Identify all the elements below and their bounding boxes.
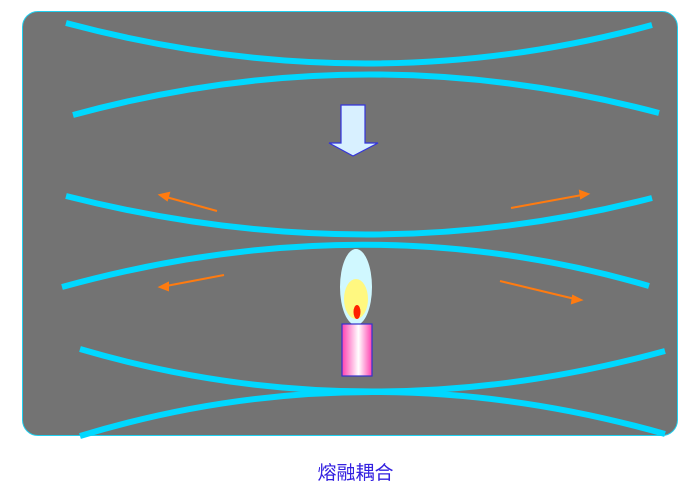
down-arrow-icon <box>328 104 379 157</box>
fiber-pair-before <box>65 20 660 118</box>
fiber-curve <box>65 193 653 238</box>
fiber-curve <box>79 389 666 439</box>
arrow-left-icon <box>157 274 225 292</box>
fiber-curve <box>61 241 650 290</box>
arrow-right-icon <box>499 280 584 305</box>
fiber-curve <box>65 20 653 67</box>
candle-icon <box>341 323 373 377</box>
diagram-caption: 熔融耦合 <box>317 462 394 484</box>
fiber-curve <box>72 71 660 118</box>
fiber-pair-heating <box>61 193 653 290</box>
arrow-right-icon <box>510 189 591 209</box>
arrow-left-icon <box>157 191 218 212</box>
fiber-pair-fused <box>79 346 666 439</box>
flame-icon <box>340 249 372 325</box>
tension-arrows <box>157 189 591 305</box>
